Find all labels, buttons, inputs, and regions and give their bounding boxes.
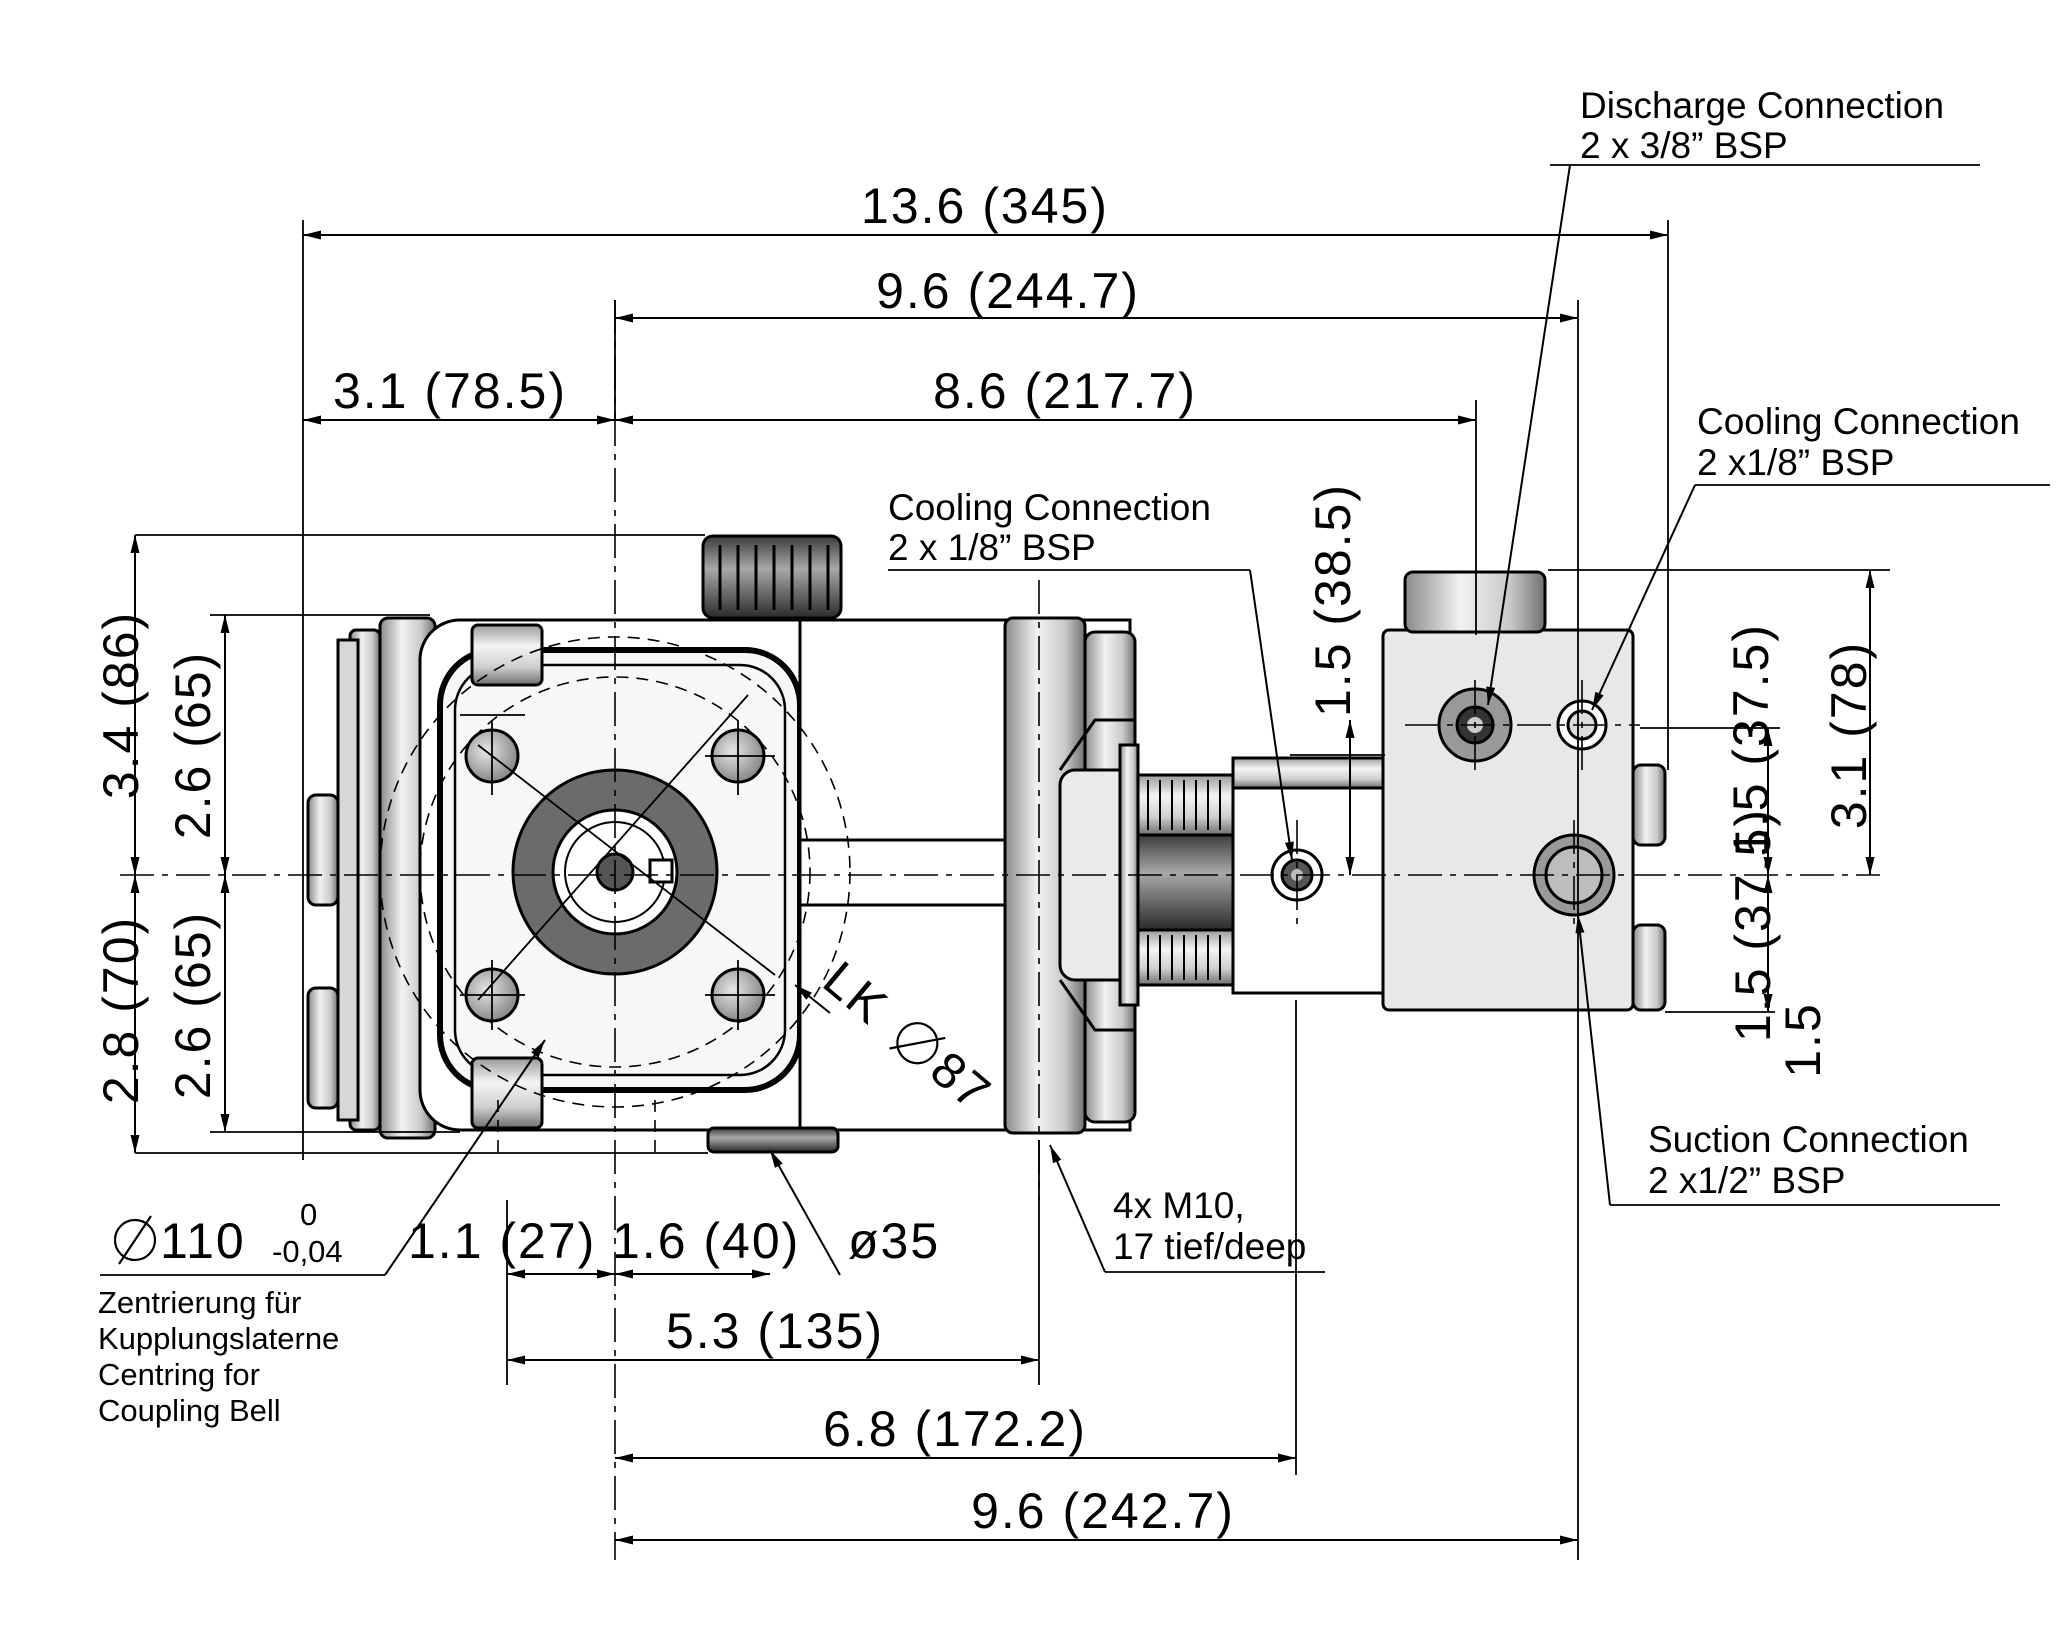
dim-2-8-70: 2.8 (70) [93, 916, 149, 1104]
dim-phi-110-centring: 110 0 -0,04 [113, 1197, 343, 1269]
dim-1-5-37-5-lower: 1.5 (37.5) [1725, 808, 1781, 1042]
svg-text:110: 110 [160, 1213, 246, 1269]
oil-filler-cap [701, 534, 843, 620]
suction-label-title: Suction Connection [1648, 1119, 1969, 1160]
connecting-rod [798, 838, 1012, 907]
pump-body [306, 534, 1667, 1154]
dim-5-3-135: 5.3 (135) [666, 1303, 884, 1359]
manifold-head [1381, 628, 1635, 1012]
dimension-lines [130, 230, 1875, 1545]
end-cap-bolt-upper [306, 793, 340, 907]
center-lines [120, 300, 1880, 1560]
svg-text:-0,04: -0,04 [272, 1234, 343, 1269]
dim-8-6: 8.6 (217.7) [933, 363, 1197, 419]
drain-plug [706, 1126, 840, 1154]
cooling-right-label-size: 2 x1/8” BSP [1697, 442, 1894, 483]
centring-note-line-1: Zentrierung für [98, 1285, 301, 1320]
dim-2-6-65-top: 2.6 (65) [165, 651, 221, 839]
cooling-mid-label-title: Cooling Connection [888, 487, 1211, 528]
dim-3-1-78: 3.1 (78) [1821, 641, 1877, 829]
dim-1-5-38-5: 1.5 (38.5) [1305, 483, 1361, 717]
dim-6-8-172-2: 6.8 (172.2) [823, 1401, 1087, 1457]
end-cap-bolt-lower [306, 986, 340, 1110]
centring-note-line-4: Coupling Bell [98, 1393, 281, 1428]
dim-overall-length: 13.6 (345) [861, 178, 1109, 234]
m10-label-depth: 17 tief/deep [1113, 1226, 1306, 1267]
shaft-key [648, 858, 674, 884]
leader-lines [100, 164, 2050, 1276]
dim-9-6-top: 9.6 (244.7) [876, 263, 1140, 319]
dim-1-5-37-5-upper: 1.5 (37.5) [1723, 623, 1779, 857]
centring-note-line-2: Kupplungslaterne [98, 1321, 339, 1356]
discharge-label-size: 2 x 3/8” BSP [1580, 125, 1788, 166]
suction-label-size: 2 x1/2” BSP [1648, 1160, 1845, 1201]
plunger-rods [1136, 773, 1235, 987]
extension-lines [135, 220, 1890, 1560]
discharge-plug-nut [1403, 570, 1547, 634]
centring-note-line-3: Centring for [98, 1357, 260, 1392]
connection-labels: Discharge Connection 2 x 3/8” BSP Coolin… [98, 85, 2020, 1428]
dim-1-1-27: 1.1 (27) [408, 1213, 596, 1269]
dim-1-6-40: 1.6 (40) [612, 1213, 800, 1269]
m10-label-thread: 4x M10, [1113, 1185, 1245, 1226]
dim-9-6-bottom: 9.6 (242.7) [971, 1483, 1235, 1539]
dim-3-1: 3.1 (78.5) [333, 363, 567, 419]
svg-text:0: 0 [300, 1197, 317, 1232]
dim-2-6-65-bottom: 2.6 (65) [165, 911, 221, 1099]
dimension-texts: 13.6 (345) 9.6 (244.7) 3.1 (78.5) 8.6 (2… [93, 178, 1877, 1539]
discharge-label-title: Discharge Connection [1580, 85, 1944, 126]
cooling-right-label-title: Cooling Connection [1697, 401, 2020, 442]
bolt-circle-lk87 [419, 676, 811, 1068]
dim-d35: ø35 [848, 1213, 940, 1269]
dim-1-5-small: 1.5 [1775, 1002, 1831, 1078]
cooling-mid-label-size: 2 x 1/8” BSP [888, 527, 1096, 568]
dim-3-4-86: 3.4 (86) [93, 611, 149, 799]
